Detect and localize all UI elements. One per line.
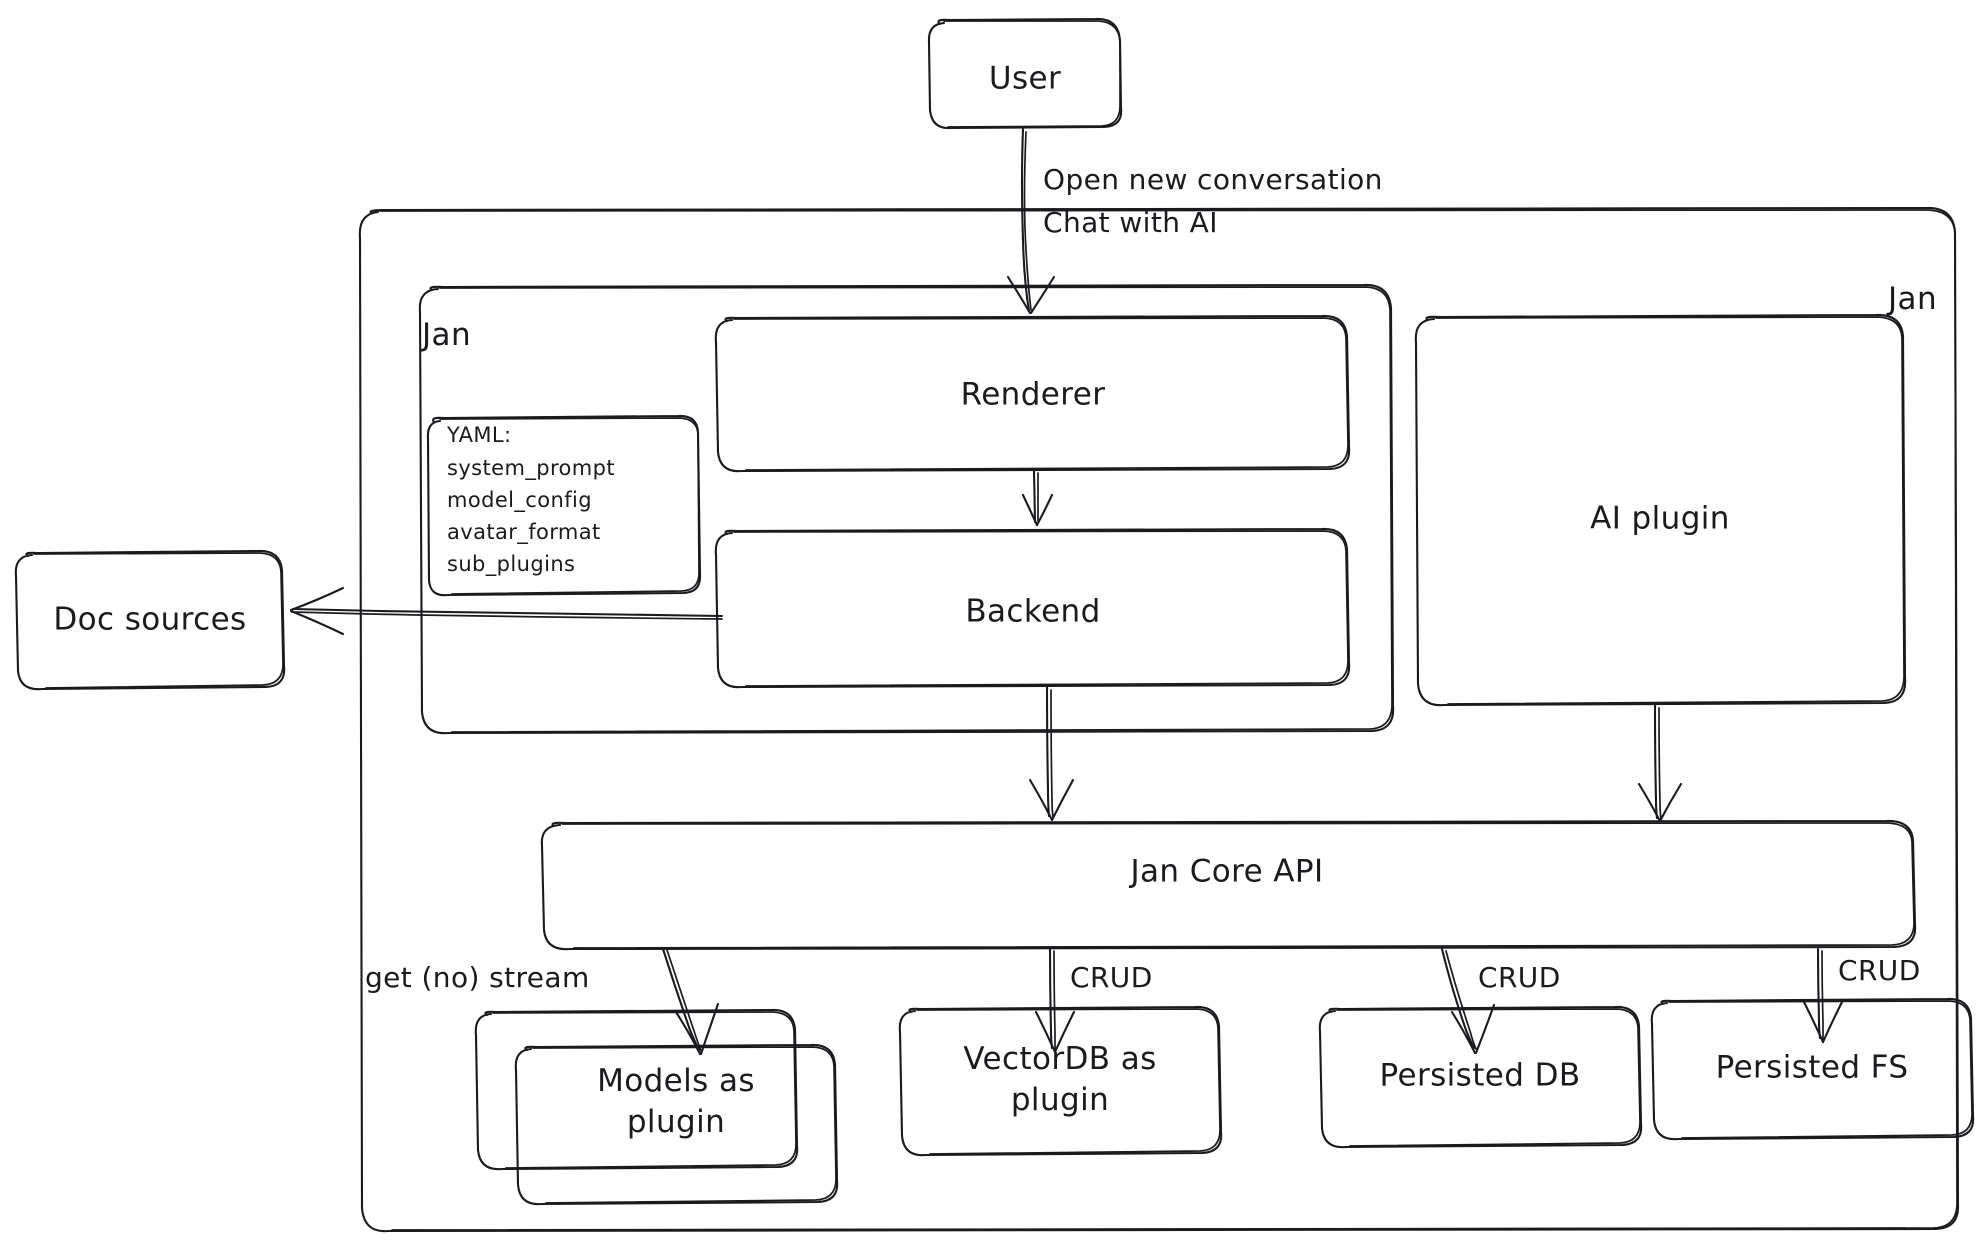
- edge-core-api-to-persisted-fs: [1802, 947, 1844, 1044]
- edge-core-api-to-vectordb: [1034, 947, 1076, 1054]
- edge-label-chat-with-ai: Chat with AI: [1043, 206, 1218, 239]
- edge-user-to-renderer: [1006, 127, 1056, 315]
- edge-label-open-conversation: Open new conversation: [1043, 163, 1383, 196]
- yaml-note-shape: [426, 414, 702, 597]
- persisted-fs-label: Persisted FS: [1715, 1049, 1909, 1086]
- yaml-note-title: YAML:: [447, 423, 512, 447]
- backend-label: Backend: [965, 593, 1101, 630]
- renderer-box-shape: [714, 314, 1351, 473]
- edge-backend-to-core-api: [1028, 685, 1075, 822]
- jan-label: Jan: [1888, 281, 1937, 317]
- edge-label-crud-persisted-fs: CRUD: [1838, 954, 1921, 987]
- vectordb-as-plugin-label: VectorDB as plugin: [963, 1039, 1156, 1121]
- ai-plugin-group-shape: [418, 283, 1395, 735]
- doc-sources-label: Doc sources: [53, 601, 247, 638]
- models-as-plugin-outer-shape: [474, 1008, 799, 1171]
- edge-label-get-no-stream: get (no) stream: [365, 961, 590, 994]
- edge-renderer-to-backend: [1021, 469, 1054, 527]
- jan-core-api-box-shape: [540, 819, 1917, 951]
- models-as-plugin-line2: plugin: [626, 1104, 726, 1140]
- vectordb-as-plugin-line1: VectorDB as: [963, 1041, 1157, 1078]
- backend-box-shape: [714, 527, 1351, 689]
- yaml-item-model-config: model_config: [447, 488, 592, 512]
- edge-ai-plugin-to-core-api: [1637, 703, 1683, 823]
- edge-backend-to-doc-sources: [289, 586, 724, 636]
- jan-container-label: Jan: [422, 317, 471, 353]
- jan-core-api-label: Jan Core API: [1130, 853, 1324, 890]
- vectordb-as-plugin-shape: [898, 1005, 1223, 1157]
- user-label: User: [988, 60, 1062, 97]
- vectordb-as-plugin-line2: plugin: [1010, 1082, 1110, 1118]
- models-as-plugin-inner-shape: [514, 1043, 839, 1206]
- ai-plugin-box-label: AI plugin: [1590, 500, 1730, 537]
- jan-container-shape: [358, 206, 1960, 1233]
- persisted-db-label: Persisted DB: [1379, 1057, 1581, 1094]
- yaml-item-avatar-format: avatar_format: [447, 520, 601, 544]
- yaml-item-sub-plugins: sub_plugins: [447, 552, 576, 576]
- models-as-plugin-label: Models as plugin: [597, 1061, 755, 1143]
- ai-plugin-box-shape: [1414, 313, 1907, 707]
- models-as-plugin-line1: Models as: [597, 1063, 755, 1100]
- edge-core-api-to-models: [661, 947, 720, 1056]
- user-box-shape: [927, 17, 1123, 130]
- yaml-item-system-prompt: system_prompt: [447, 456, 615, 480]
- persisted-db-shape: [1318, 1005, 1643, 1149]
- edge-label-crud-persisted-db: CRUD: [1478, 961, 1561, 994]
- doc-sources-box-shape: [14, 549, 286, 691]
- renderer-label: Renderer: [960, 376, 1106, 413]
- edge-label-crud-vectordb: CRUD: [1070, 961, 1153, 994]
- persisted-fs-shape: [1650, 997, 1975, 1141]
